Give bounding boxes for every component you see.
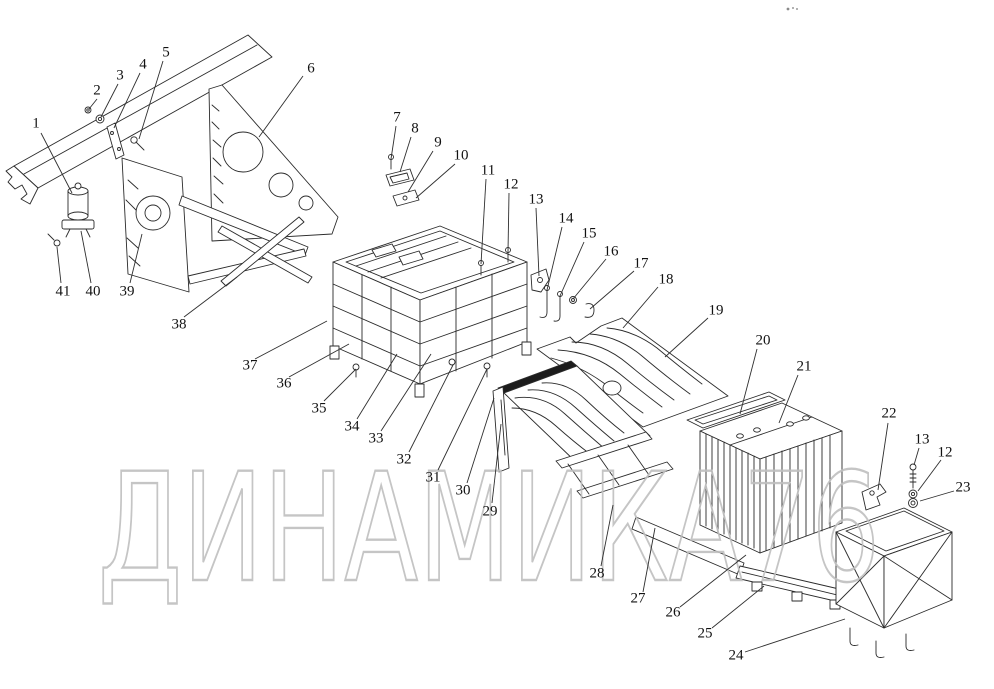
small-hardware-group: [84, 106, 145, 160]
gusset-plate: [208, 84, 339, 242]
floor-board-lower: [492, 360, 651, 473]
battery-crate: [329, 225, 532, 398]
bolt-icon: [47, 233, 61, 247]
watermark-text: ДИНАМИКА76: [98, 441, 880, 615]
batteries: [686, 391, 843, 554]
right-hardware-group: [861, 463, 918, 511]
floor-board-upper: [536, 317, 729, 428]
small-brackets: [385, 154, 420, 207]
corner-mark: [786, 7, 798, 11]
battery-cover: [835, 507, 953, 658]
clamp-assembly: [47, 182, 95, 247]
